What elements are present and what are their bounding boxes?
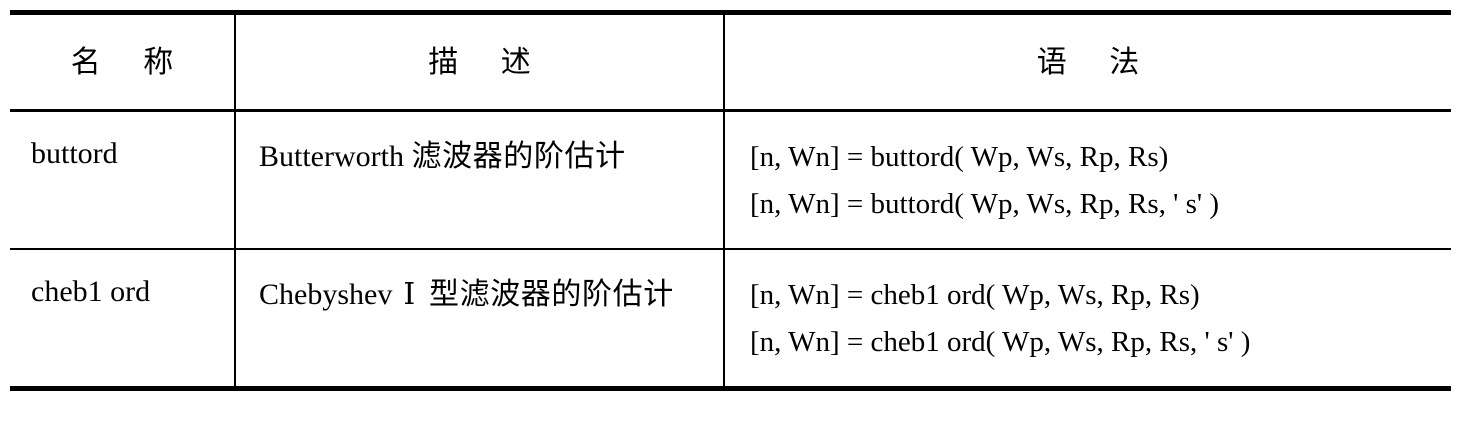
function-description-buttord: Butterworth 滤波器的阶估计 [237,134,722,181]
column-header-description: 描 述 [234,12,724,112]
cell-function-syntax: [n, Wn] = buttord( Wp, Ws, Rp, Rs) [n, W… [723,110,1451,250]
cell-function-name: buttord [10,110,235,250]
function-syntax-buttord: [n, Wn] = buttord( Wp, Ws, Rp, Rs) [n, W… [726,134,1450,228]
description-cjk-part: 滤波器的阶估计 [411,139,626,174]
column-header-name-label: 名 称 [70,44,190,80]
column-header-syntax: 语 法 [723,12,1451,112]
description-cjk-part: 型滤波器的阶估计 [418,276,674,312]
table-row: cheb1 ord Chebyshev Ⅰ 型滤波器的阶估计 [n, Wn] =… [10,248,1451,389]
syntax-line: [n, Wn] = cheb1 ord( Wp, Ws, Rp, Rs, ' s… [750,325,1251,358]
function-name-cheb1ord: cheb1 ord [31,274,151,308]
cell-function-description: Butterworth 滤波器的阶估计 [234,110,724,250]
function-syntax-cheb1ord: [n, Wn] = cheb1 ord( Wp, Ws, Rp, Rs) [n,… [726,272,1450,366]
function-name-buttord: buttord [31,137,118,170]
description-latin-part: Chebyshev [259,277,400,311]
syntax-line: [n, Wn] = buttord( Wp, Ws, Rp, Rs, ' s' … [750,187,1220,220]
column-header-syntax-label: 语 法 [1036,44,1156,80]
cell-function-syntax: [n, Wn] = cheb1 ord( Wp, Ws, Rp, Rs) [n,… [723,248,1451,389]
table-row: buttord Butterworth 滤波器的阶估计 [n, Wn] = bu… [10,110,1451,250]
roman-numeral-one: Ⅰ [403,277,416,311]
column-header-description-label: 描 述 [428,44,548,80]
cell-function-description: Chebyshev Ⅰ 型滤波器的阶估计 [234,248,724,389]
cell-function-name: cheb1 ord [10,249,235,388]
description-latin-part: Butterworth [259,140,412,173]
syntax-line: [n, Wn] = cheb1 ord( Wp, Ws, Rp, Rs) [750,278,1200,311]
function-reference-table: 名 称 描 述 语 法 buttord Butterworth 滤波器的阶估计 [10,10,1451,391]
column-header-name: 名 称 [10,12,235,112]
function-description-cheb1ord: Chebyshev Ⅰ 型滤波器的阶估计 [237,272,722,319]
function-reference-table-container: 名 称 描 述 语 法 buttord Butterworth 滤波器的阶估计 [10,10,1451,431]
syntax-line: [n, Wn] = buttord( Wp, Ws, Rp, Rs) [750,141,1169,173]
table-header-row: 名 称 描 述 语 法 [10,12,1451,112]
